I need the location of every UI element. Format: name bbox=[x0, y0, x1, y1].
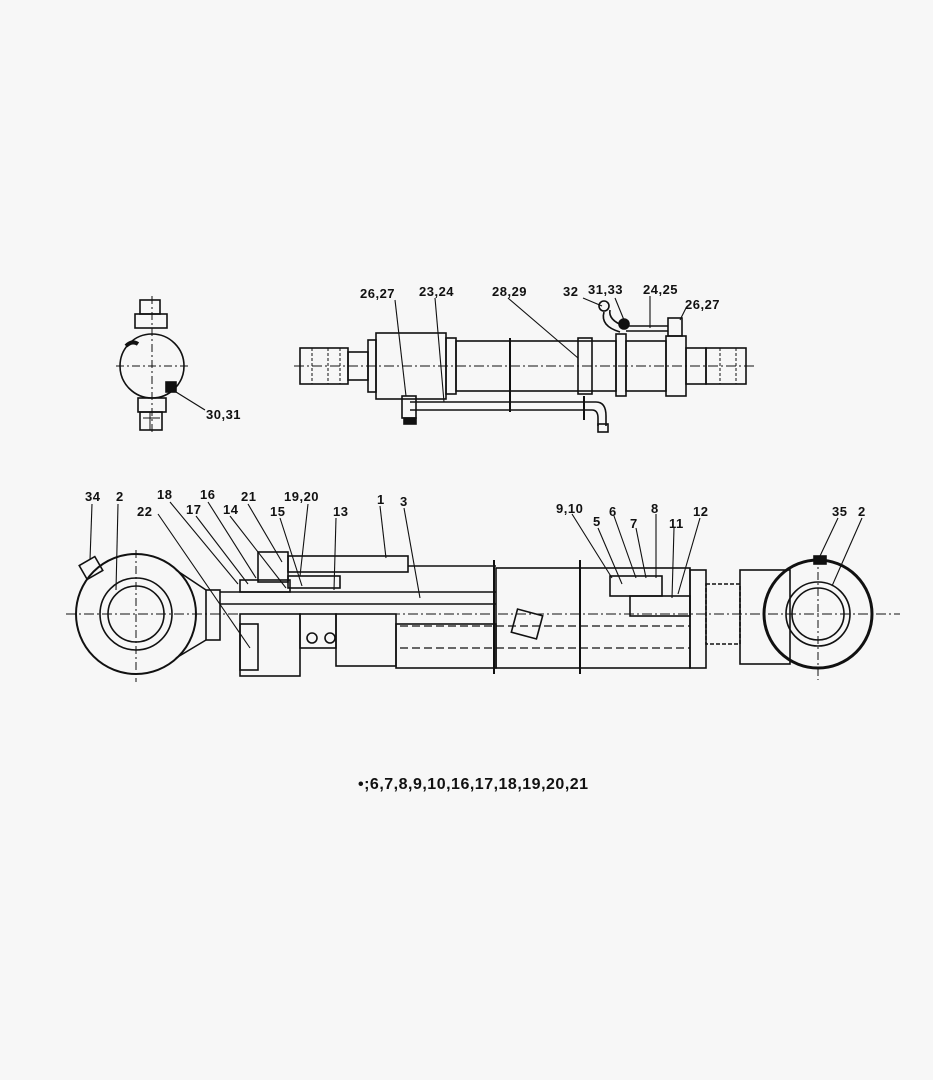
part-callout: 18 bbox=[157, 487, 173, 502]
part-callout: 35 bbox=[832, 504, 848, 519]
part-callout: 21 bbox=[241, 489, 257, 504]
part-callout: 28,29 bbox=[492, 284, 528, 299]
part-callout: 26,27 bbox=[685, 297, 721, 312]
part-callout: 26,27 bbox=[360, 286, 396, 301]
part-callout: 9,10 bbox=[556, 501, 584, 516]
part-callout: 22 bbox=[137, 504, 153, 519]
part-callout: 32 bbox=[563, 284, 579, 299]
part-callout: 24,25 bbox=[643, 282, 679, 297]
part-callout: 14 bbox=[223, 502, 239, 517]
top-view bbox=[294, 296, 755, 433]
part-callout: 31,33 bbox=[588, 282, 624, 297]
part-callout: 15 bbox=[270, 504, 286, 519]
part-callout: 8 bbox=[651, 501, 659, 516]
part-callout: 16 bbox=[200, 487, 216, 502]
part-callout: 19,20 bbox=[284, 489, 320, 504]
end-view bbox=[116, 296, 206, 432]
part-callout: 2 bbox=[858, 504, 866, 519]
part-callout: 6 bbox=[609, 504, 617, 519]
part-callout: 13 bbox=[333, 504, 349, 519]
part-callout: 2 bbox=[116, 489, 124, 504]
part-callout: 30,31 bbox=[206, 407, 242, 422]
footnote-sealed-parts: •;6,7,8,9,10,16,17,18,19,20,21 bbox=[358, 776, 589, 793]
part-callout: 17 bbox=[186, 502, 202, 517]
part-callout: 7 bbox=[630, 516, 638, 531]
part-callout: 5 bbox=[593, 514, 601, 529]
section-view bbox=[66, 501, 900, 682]
part-callout: 34 bbox=[85, 489, 101, 504]
part-callout: 23,24 bbox=[419, 284, 455, 299]
part-callout: 11 bbox=[669, 516, 684, 531]
part-callout: 12 bbox=[693, 504, 709, 519]
part-callout: 3 bbox=[400, 494, 408, 509]
part-callout: 1 bbox=[377, 492, 385, 507]
